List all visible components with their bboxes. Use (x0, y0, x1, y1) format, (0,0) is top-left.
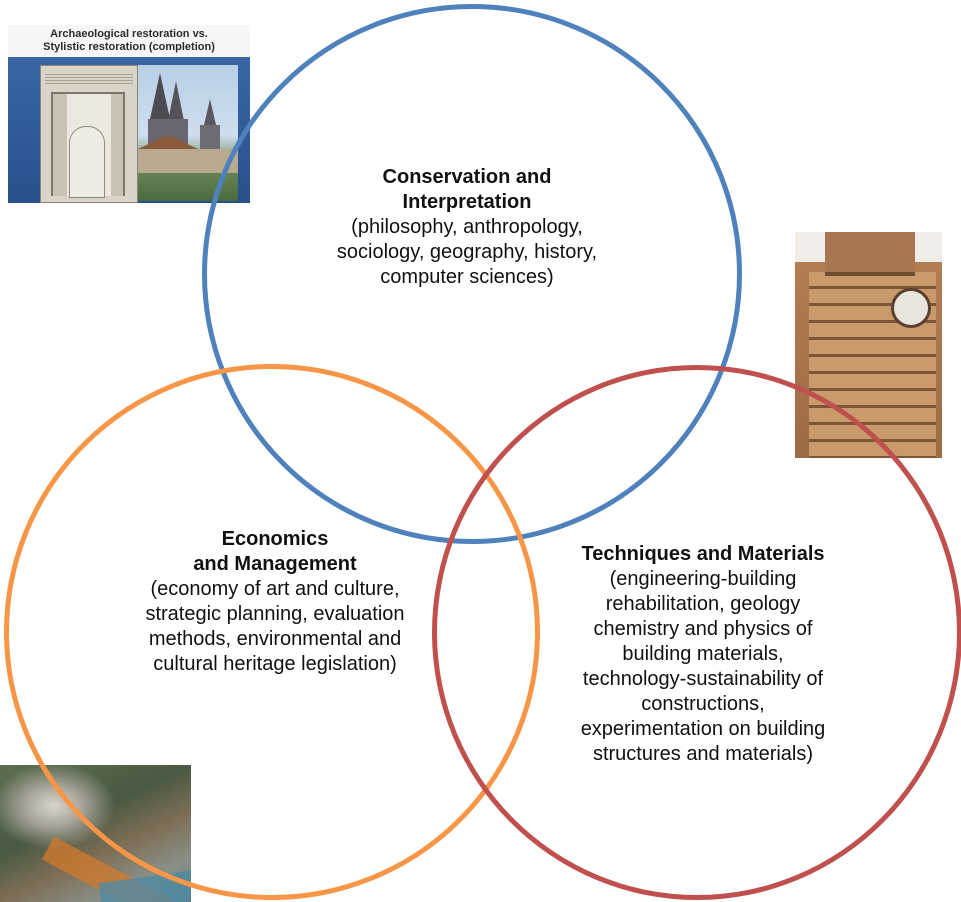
techniques-circle (432, 365, 961, 900)
techniques-body-line7: experimentation on building (580, 718, 826, 740)
techniques-body-line3: chemistry and physics of (593, 618, 813, 640)
economics-body-line4: cultural heritage legislation) (153, 653, 397, 675)
techniques-body-line5: technology-sustainability of (582, 668, 824, 690)
restoration-caption-line2: Stylistic restoration (completion) (43, 41, 215, 53)
restoration-photo: Archaeological restoration vs. Stylistic… (8, 25, 250, 203)
techniques-body-line8: structures and materials) (592, 743, 814, 765)
conservation-label: Conservation and Interpretation (philoso… (292, 165, 642, 290)
economics-body-line2: strategic planning, evaluation (145, 603, 405, 625)
conservation-heading-line2: Interpretation (402, 191, 532, 213)
clock-face-graphic (891, 288, 931, 328)
conservation-body-line1: (philosophy, anthropology, (351, 216, 583, 238)
conservation-heading-line1: Conservation and (382, 166, 552, 188)
techniques-label: Techniques and Materials (engineering-bu… (548, 542, 858, 767)
economics-heading-line2: and Management (193, 553, 357, 575)
techniques-body-line6: constructions, (641, 693, 765, 715)
economics-body-line1: (economy of art and culture, (150, 578, 400, 600)
restoration-caption: Archaeological restoration vs. Stylistic… (8, 28, 250, 54)
techniques-body-line4: building materials, (622, 643, 784, 665)
conservation-body-line3: computer sciences) (380, 266, 554, 288)
restoration-caption-line1: Archaeological restoration vs. (50, 28, 208, 40)
economics-body-line3: methods, environmental and (148, 628, 402, 650)
techniques-heading-line1: Techniques and Materials (581, 543, 825, 565)
techniques-body-line1: (engineering-building (609, 568, 797, 590)
cathedral-image (138, 65, 238, 201)
techniques-body-line2: rehabilitation, geology (605, 593, 801, 615)
arch-drawing-image (40, 65, 138, 203)
cathedral-spires-graphic (138, 73, 238, 173)
economics-heading-line1: Economics (221, 528, 329, 550)
conservation-body-line2: sociology, geography, history, (336, 241, 598, 263)
economics-label: Economics and Management (economy of art… (100, 527, 450, 677)
